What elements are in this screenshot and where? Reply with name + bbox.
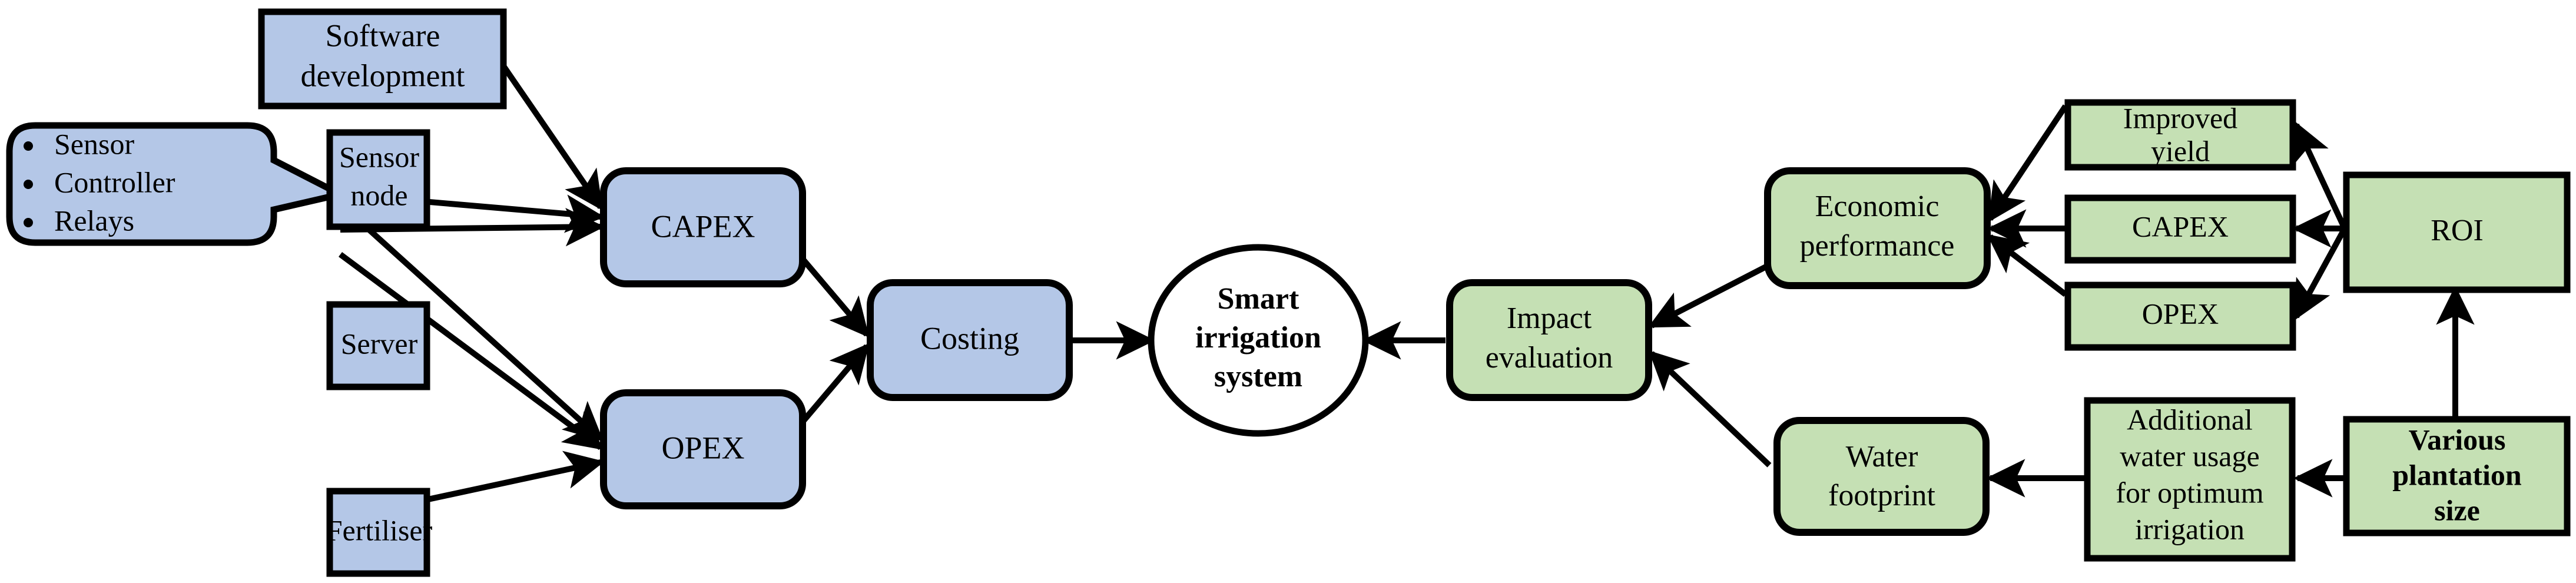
water-footprint-label-line1: Water [1846, 440, 1918, 473]
components-callout-item-sensor: Sensor [54, 127, 134, 160]
node-sensor-node[interactable]: Sensor node [326, 129, 430, 230]
additional-water-usage-label-line2: water usage [2120, 439, 2259, 472]
node-components-callout[interactable]: Sensor Controller Relays [6, 122, 350, 246]
node-server[interactable]: Server [326, 301, 430, 390]
edge-improved-yield-to-economic-performance [1987, 104, 2068, 223]
various-plantation-size-label-line2: plantation [2392, 458, 2522, 491]
components-callout-item-controller: Controller [54, 165, 175, 198]
opex-left-label: OPEX [661, 430, 744, 465]
sensor-node-label-line1: Sensor [339, 140, 419, 173]
roi-label: ROI [2431, 214, 2484, 247]
edge-roi-to-opex-right [2293, 227, 2348, 321]
node-smart-irrigation-system[interactable]: Smart irrigation system [1148, 244, 1369, 437]
nodes-layer: Software development Sensor Controller R… [6, 8, 2571, 577]
smart-irrigation-system-label-line1: Smart [1218, 282, 1299, 316]
edge-server-to-opex [339, 251, 604, 450]
edge-sensor-node-to-opex [338, 201, 604, 442]
economic-performance-label-line1: Economic [1815, 190, 1940, 223]
opex-right-label: OPEX [2142, 297, 2219, 330]
software-development-label-line2: development [301, 58, 465, 93]
node-opex-left[interactable]: OPEX [600, 389, 806, 509]
smart-irrigation-system-label-line2: irrigation [1195, 321, 1321, 355]
node-fertiliser[interactable]: Fertiliser [326, 488, 433, 577]
edge-economic-performance-to-impact-evaluation [1647, 262, 1771, 329]
node-impact-evaluation[interactable]: Impact evaluation [1446, 279, 1652, 401]
bullet-dot-icon [24, 180, 33, 189]
components-callout-shape [6, 122, 350, 246]
node-improved-yield[interactable]: Improved yield [2064, 99, 2296, 171]
capex-left-label: CAPEX [651, 208, 755, 244]
edge-software-development-to-capex [500, 64, 604, 211]
impact-evaluation-label-line1: Impact [1507, 302, 1592, 335]
edge-opex-to-costing [798, 343, 870, 426]
economic-performance-label-line2: performance [1800, 229, 1955, 263]
node-opex-right[interactable]: OPEX [2064, 281, 2296, 351]
fertiliser-label: Fertiliser [326, 514, 433, 546]
node-various-plantation-size[interactable]: Various plantation size [2343, 416, 2571, 536]
edge-capex-to-costing [798, 254, 870, 338]
node-capex-right[interactable]: CAPEX [2064, 194, 2296, 264]
node-capex-left[interactable]: CAPEX [600, 167, 806, 287]
various-plantation-size-label-line3: size [2434, 493, 2480, 526]
improved-yield-label-line2: yield [2151, 134, 2210, 167]
additional-water-usage-label-line3: for optimum [2116, 476, 2263, 509]
components-callout-item-relays: Relays [54, 204, 134, 237]
node-roi[interactable]: ROI [2343, 171, 2571, 293]
server-label: Server [341, 327, 418, 360]
node-additional-water-usage[interactable]: Additional water usage for optimum irrig… [2084, 397, 2296, 562]
node-water-footprint[interactable]: Water footprint [1773, 417, 1990, 536]
bullet-dot-icon [24, 218, 33, 227]
smart-irrigation-system-label-line3: system [1214, 360, 1302, 393]
additional-water-usage-label-line4: irrigation [2135, 512, 2245, 545]
capex-right-label: CAPEX [2132, 210, 2229, 243]
node-economic-performance[interactable]: Economic performance [1764, 167, 1991, 289]
node-software-development[interactable]: Software development [258, 8, 507, 110]
various-plantation-size-label-line1: Various [2409, 423, 2506, 456]
edge-roi-to-improved-yield [2293, 121, 2348, 230]
improved-yield-label-line1: Improved [2123, 101, 2237, 134]
water-footprint-label-line2: footprint [1828, 479, 1936, 512]
impact-evaluation-label-line2: evaluation [1486, 341, 1613, 375]
software-development-label-line1: Software [326, 18, 440, 53]
sensor-node-label-line2: node [350, 178, 407, 211]
bullet-dot-icon [24, 141, 33, 151]
edge-opex-right-to-economic-performance [1987, 234, 2068, 297]
additional-water-usage-label-line1: Additional [2127, 403, 2253, 436]
edge-water-footprint-to-impact-evaluation [1648, 350, 1772, 468]
costing-label: Costing [920, 320, 1019, 356]
node-costing[interactable]: Costing [867, 279, 1073, 401]
